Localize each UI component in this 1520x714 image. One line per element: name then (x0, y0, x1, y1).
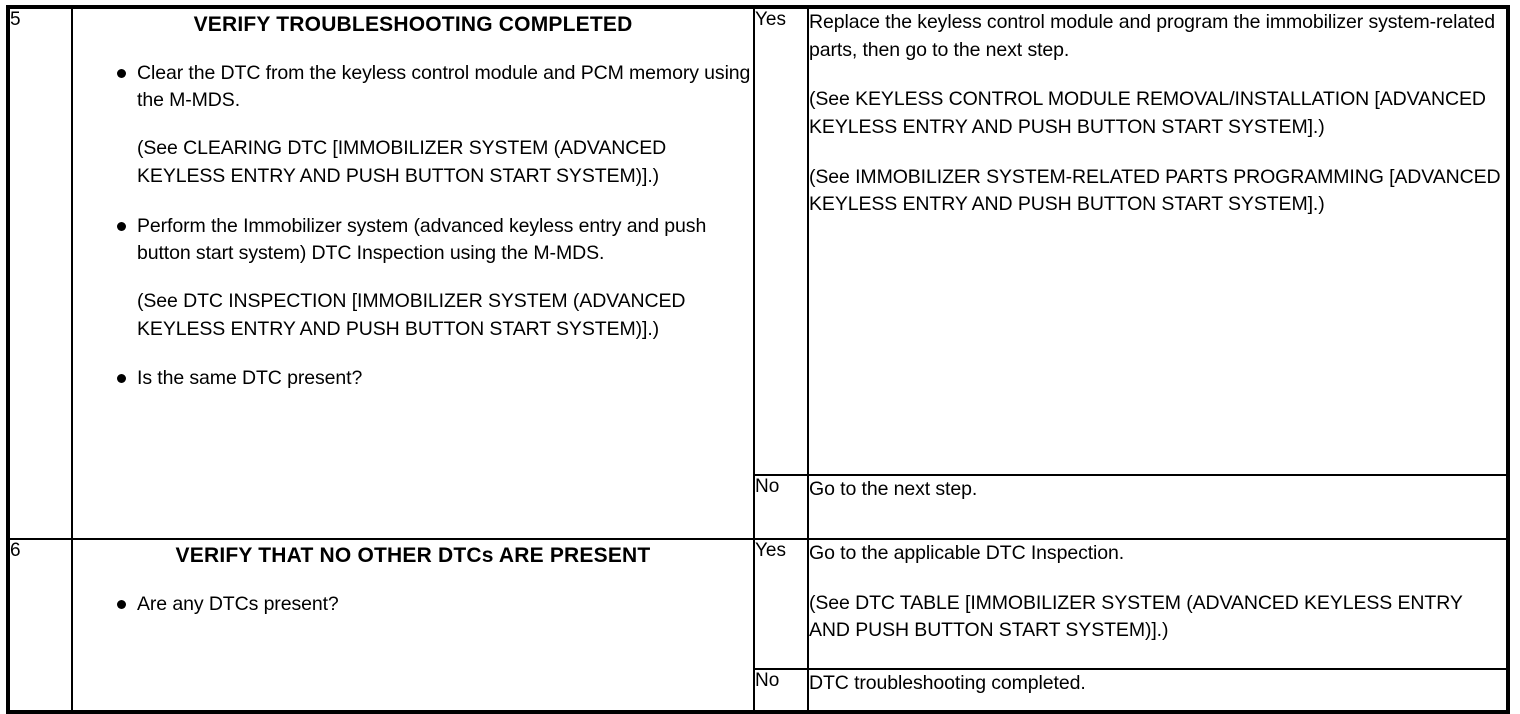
step-5-symptom-cell: VERIFY TROUBLESHOOTING COMPLETED Clear t… (71, 6, 755, 540)
table-row: 5 VERIFY TROUBLESHOOTING COMPLETED Clear… (7, 6, 1509, 540)
bullet-text: Are any DTCs present? (137, 592, 339, 615)
bullet-dot-icon (117, 68, 126, 78)
table-row: No DTC troubleshooting completed. (8, 668, 1509, 713)
bullet-dot-icon (117, 599, 126, 609)
bullet-text: Clear the DTC from the keyless control m… (137, 61, 751, 112)
list-item: Perform the Immobilizer system (advanced… (73, 213, 753, 344)
step-number-5: 5 (7, 6, 73, 540)
step-5-no-action: Go to the next step. (807, 474, 1509, 540)
step-6-yes-action: Go to the applicable DTC Inspection. (Se… (807, 538, 1509, 670)
step-5-yes-label: Yes (753, 6, 809, 476)
step-5-title: VERIFY TROUBLESHOOTING COMPLETED (193, 13, 633, 36)
list-item: Is the same DTC present? (73, 365, 753, 393)
action-paragraph: (See DTC TABLE [IMMOBILIZER SYSTEM (ADVA… (809, 591, 1463, 642)
step-6-no-action: DTC troubleshooting completed. (807, 668, 1509, 713)
step-5-no-label: No (753, 474, 809, 540)
action-paragraph: Go to the next step. (809, 478, 978, 500)
table-row: 6 VERIFY THAT NO OTHER DTCs ARE PRESENT … (7, 538, 1509, 713)
table-row: No Go to the next step. (8, 474, 1509, 540)
step-5-bullet-list: Clear the DTC from the keyless control m… (73, 60, 753, 393)
list-item: Are any DTCs present? (73, 591, 753, 619)
bullet-dot-icon (117, 374, 126, 384)
bullet-dot-icon (117, 221, 126, 231)
action-paragraph: Go to the applicable DTC Inspection. (809, 542, 1125, 564)
troubleshooting-table: 5 VERIFY TROUBLESHOOTING COMPLETED Clear… (6, 5, 1510, 714)
step-number-6: 6 (7, 538, 73, 713)
bullet-text: Is the same DTC present? (137, 367, 363, 390)
step-6-no-label: No (753, 668, 809, 713)
step-6-title: VERIFY THAT NO OTHER DTCs ARE PRESENT (175, 544, 651, 567)
action-paragraph: (See IMMOBILIZER SYSTEM-RELATED PARTS PR… (809, 165, 1501, 216)
bullet-reference: (See CLEARING DTC [IMMOBILIZER SYSTEM (A… (137, 137, 667, 187)
step-5-yes-action: Replace the keyless control module and p… (807, 6, 1509, 476)
step-6-bullet-list: Are any DTCs present? (73, 591, 753, 619)
bullet-text: Perform the Immobilizer system (advanced… (137, 214, 707, 265)
bullet-reference: (See DTC INSPECTION [IMMOBILIZER SYSTEM … (137, 289, 686, 340)
step-6-symptom-cell: VERIFY THAT NO OTHER DTCs ARE PRESENT Ar… (71, 538, 755, 713)
list-item: Clear the DTC from the keyless control m… (73, 60, 753, 191)
step-6-yes-label: Yes (753, 538, 809, 670)
action-paragraph: (See KEYLESS CONTROL MODULE REMOVAL/INST… (809, 88, 1486, 139)
action-paragraph: DTC troubleshooting completed. (809, 672, 1086, 694)
action-paragraph: Replace the keyless control module and p… (809, 11, 1495, 61)
